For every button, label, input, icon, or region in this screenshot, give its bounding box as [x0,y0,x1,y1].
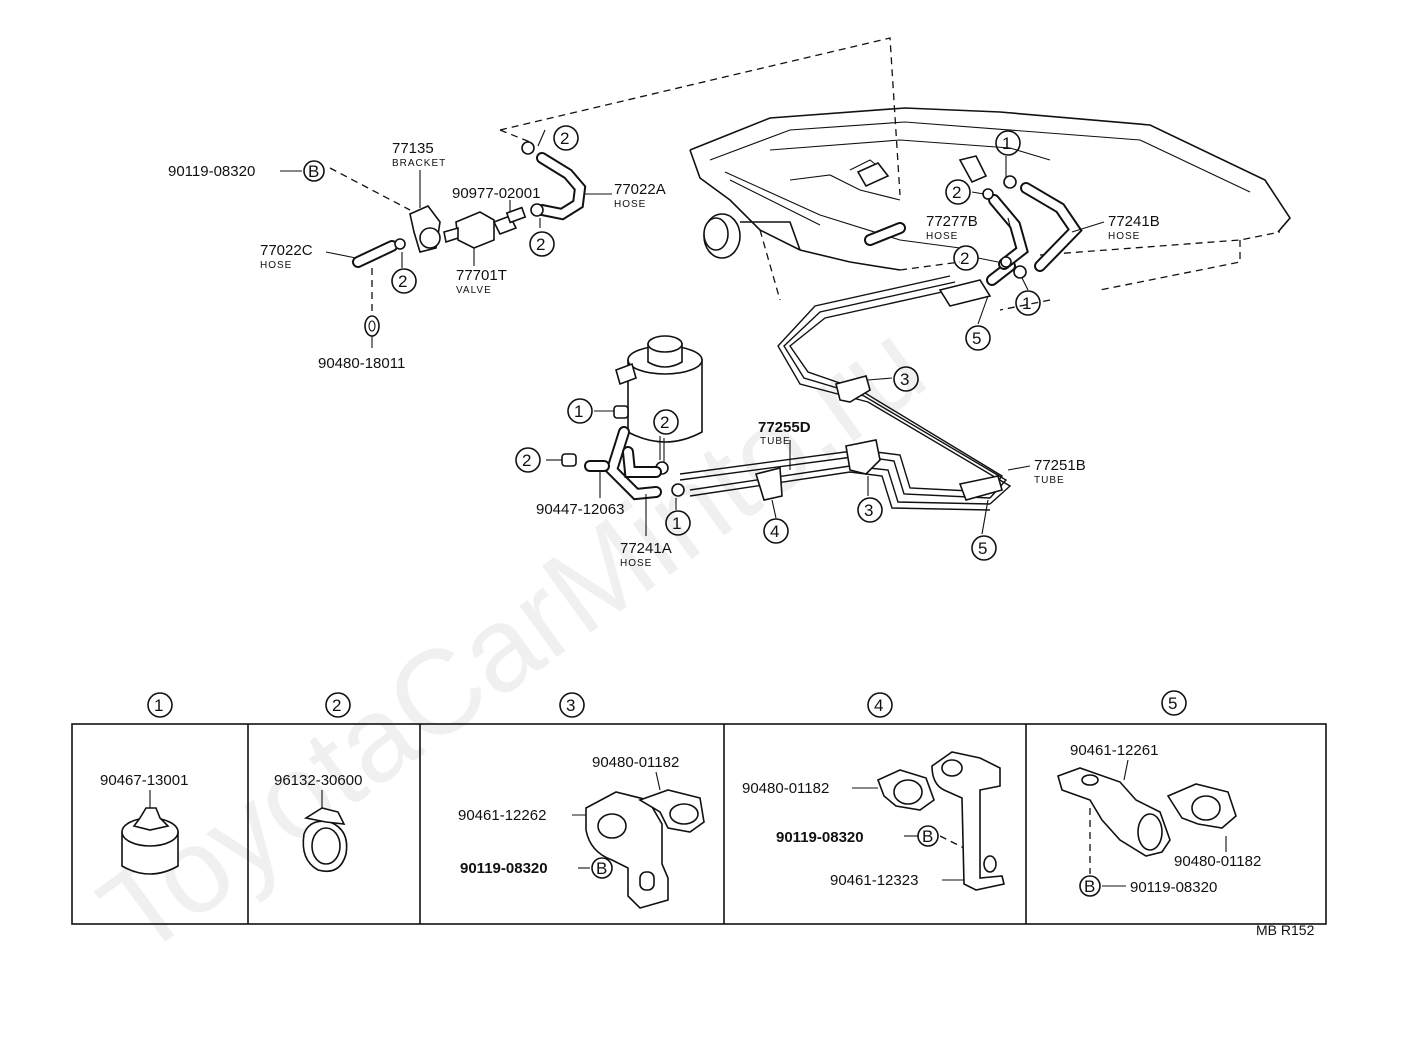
svg-text:3: 3 [900,370,909,389]
leader-lines [280,129,1105,536]
panel-3-part-2: 90461-12262 [458,807,546,824]
svg-text:2: 2 [398,272,407,291]
part-77277B: 77277B [926,213,978,230]
svg-text:1: 1 [1002,134,1011,153]
panel-5-part-1: 90461-12261 [1070,742,1158,759]
part-90119-08320-top: 90119-08320 [168,163,255,180]
panel-1-number: 1 [154,696,163,715]
svg-text:2: 2 [560,129,569,148]
part-77255D: 77255D [758,419,811,436]
panel-3-number: 3 [566,696,575,715]
fuel-tank [689,107,1291,311]
svg-text:3: 3 [864,501,873,520]
sub-hose-77022A: HOSE [614,199,646,210]
svg-text:2: 2 [660,413,669,432]
panel-3-ref: B [596,859,607,878]
vsv-valve-assembly [329,141,587,337]
panel-5-number: 5 [1168,694,1177,713]
part-77241B: 77241B [1108,213,1160,230]
sub-valve: VALVE [456,285,492,296]
panel-5-part-2: 90480-01182 [1174,853,1261,870]
part-77022C: 77022C [260,242,313,259]
svg-text:2: 2 [536,235,545,254]
part-77241A: 77241A [620,540,672,557]
figure-code: MB R152 [1256,922,1315,938]
svg-text:1: 1 [574,402,583,421]
panel-4-number: 4 [874,696,883,715]
panel-2-number: 2 [332,696,341,715]
part-90480-18011: 90480-18011 [318,355,405,372]
part-77701T: 77701T [456,267,507,284]
panel-5-part-3: 90119-08320 [1130,879,1217,896]
svg-text:1: 1 [672,514,681,533]
panel-3-part-3: 90119-08320 [460,860,548,877]
part-77251B: 77251B [1034,457,1086,474]
sub-hose-77241A: HOSE [620,558,652,569]
circled-markers: 2 2 2 1 2 2 1 4 3 3 5 5 1 2 2 1 [391,125,1041,561]
svg-text:5: 5 [978,539,987,558]
svg-text:5: 5 [972,329,981,348]
part-77022A: 77022A [614,181,666,198]
svg-text:2: 2 [960,249,969,268]
panel-4-part-3: 90461-12323 [830,872,918,889]
sub-tube-77255D: TUBE [760,436,791,447]
sub-hose-77277B: HOSE [926,231,958,242]
sub-hose-77241B: HOSE [1108,231,1140,242]
part-77135: 77135 [392,140,434,157]
ref-b-top: B [308,162,319,181]
sub-bracket: BRACKET [392,158,446,169]
part-90977-02001: 90977-02001 [452,185,540,202]
top-labels: 90119-08320 B 77135 BRACKET 90977-02001 … [168,140,1160,569]
sub-tube-77251B: TUBE [1034,475,1065,486]
watermark: ToyotaCarMinto.ru [77,296,949,981]
svg-text:1: 1 [1022,294,1031,313]
sub-hose-77022C: HOSE [260,260,292,271]
svg-text:2: 2 [952,183,961,202]
svg-text:4: 4 [770,522,779,541]
panel-4-part-1: 90480-01182 [742,780,829,797]
panel-3-part-1: 90480-01182 [592,754,679,771]
panel-2-part-1: 96132-30600 [274,772,362,789]
part-90447-12063: 90447-12063 [536,501,624,518]
panel-1-part-1: 90467-13001 [100,772,188,789]
svg-text:2: 2 [522,451,531,470]
panel-5-ref: B [1084,877,1095,896]
panel-4-ref: B [922,827,933,846]
panel-4-part-2: 90119-08320 [776,829,864,846]
fuel-tubes [679,155,1083,511]
charcoal-canister [561,335,703,501]
detail-panels: 1 2 3 4 5 90467-13001 96132-30600 90480-… [71,690,1327,938]
